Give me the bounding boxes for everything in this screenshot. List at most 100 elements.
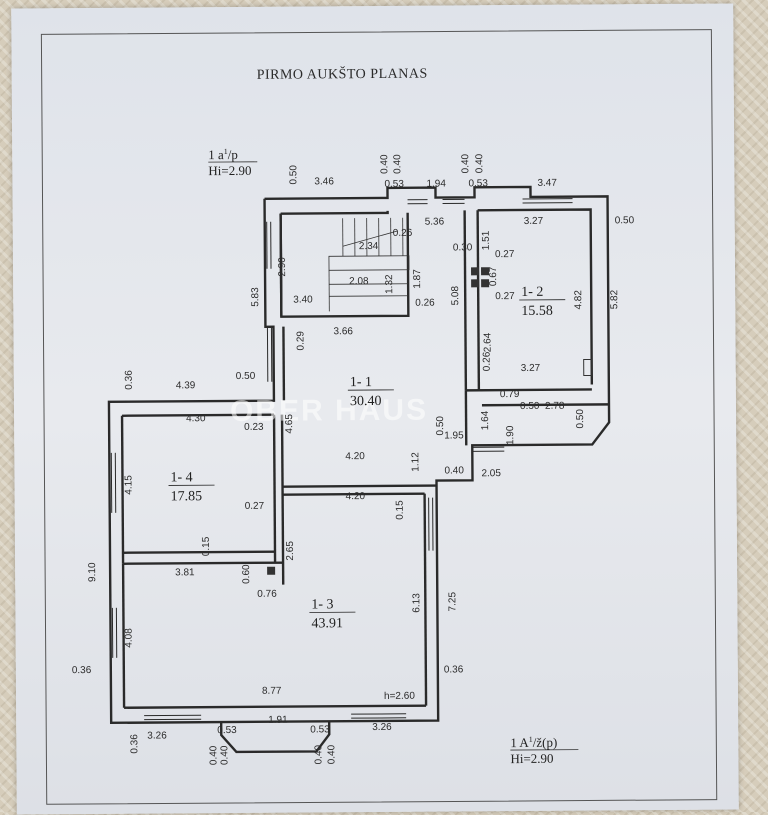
svg-text:1 a1/p: 1 a1/p: [208, 147, 238, 162]
room-area: 43.91: [311, 616, 343, 631]
dimension-label: 2.78: [545, 401, 565, 412]
dimension-label: 0.26: [415, 298, 435, 309]
room-labels: 1- 1 30.40 1- 2 15.58 1- 3 43.91 1- 4 17…: [167, 285, 567, 633]
dimension-label: 0.40: [313, 744, 324, 764]
dimension-label: 7.25: [447, 592, 458, 612]
dimension-label: 1.91: [268, 715, 288, 726]
dimension-label: 6.13: [411, 593, 422, 613]
dimension-label: 3.26: [372, 722, 392, 733]
dimension-label: 0.40: [219, 745, 230, 765]
dimension-label: 0.40: [326, 744, 337, 764]
dimension-label: 4.15: [123, 475, 134, 495]
dimension-label: 1.90: [505, 425, 516, 445]
dimension-label: 0.27: [245, 501, 265, 512]
dimension-label: 3.27: [524, 216, 544, 227]
dimension-label: 0.40: [379, 154, 390, 174]
room-area: 17.85: [171, 489, 203, 504]
dimension-label: 1.95: [444, 430, 464, 441]
dimension-label: 0.76: [257, 589, 277, 600]
dimension-label: 0.30: [453, 242, 473, 253]
footer-note: 1 A1/ž(p) Hi=2.90: [510, 735, 578, 766]
dimension-label: 5.36: [425, 217, 445, 228]
dimension-label: 0.15: [201, 536, 212, 556]
header-note-1: 1 a: [208, 147, 224, 162]
footer-note-1-end: /ž(p): [533, 735, 558, 750]
dimension-label: 0.36: [129, 734, 140, 754]
dimension-label: 0.60: [241, 564, 252, 584]
dimension-label: 0.79: [500, 389, 520, 400]
dimension-label: 3.26: [147, 730, 167, 741]
dimension-label: 0.50: [615, 215, 635, 226]
dimension-label: 3.81: [175, 567, 195, 578]
dimension-label: 0.67: [488, 266, 499, 286]
dimension-label: 0.29: [295, 331, 306, 351]
dimension-label: 5.08: [450, 285, 461, 305]
dimension-label: 4.39: [176, 380, 196, 391]
dimension-label: 0.23: [244, 422, 264, 433]
dimension-label: 5.83: [250, 287, 261, 307]
dimension-label: 0.40: [392, 154, 403, 174]
dimension-label: 1.94: [426, 178, 446, 189]
room-area: 15.58: [521, 304, 553, 319]
room-id: 1- 2: [521, 285, 543, 300]
dimension-label: 0.36: [444, 664, 464, 675]
dimension-label: 1.87: [412, 269, 423, 289]
dimension-label: 0.53: [468, 178, 488, 189]
dimension-label: 4.08: [124, 628, 135, 648]
dimension-label: 0.50: [575, 409, 586, 429]
dimension-label: 5.82: [609, 289, 620, 309]
room-area: 30.40: [350, 394, 382, 409]
dimension-label: 0.50: [288, 165, 299, 185]
dimension-label: 3.27: [521, 363, 541, 374]
dimension-label: 0.36: [72, 665, 92, 676]
dimension-label: 3.46: [314, 176, 334, 187]
dimension-label: 0.26: [393, 228, 413, 239]
dimension-label: 0.40: [208, 745, 219, 765]
dimension-label: 0.53: [310, 724, 330, 735]
dimension-label: 1.12: [410, 452, 421, 472]
dimension-label: 1.32: [384, 274, 395, 294]
dimension-label: 0.27: [495, 291, 515, 302]
dimension-label: 0.27: [495, 249, 515, 260]
plan-title: PIRMO AUKŠTO PLANAS: [257, 65, 428, 83]
dimension-label: 4.82: [573, 290, 584, 310]
dimension-label: 9.10: [87, 562, 98, 582]
dimension-label: 0.53: [217, 725, 237, 736]
windows: [110, 199, 577, 720]
dimension-label: 4.20: [345, 451, 365, 462]
dimension-label: 8.77: [262, 686, 282, 697]
dimension-label: 2.08: [349, 276, 369, 287]
dimension-label: 3.66: [333, 326, 353, 337]
dimension-label: 4.65: [284, 414, 295, 434]
plan-sheet: PIRMO AUKŠTO PLANAS 1 a1/p Hi=2.90: [11, 3, 739, 814]
dimension-label: 0.50: [236, 371, 256, 382]
room-id: 1- 3: [311, 597, 333, 612]
dimension-label: 2.65: [285, 541, 296, 561]
room-id: 1- 1: [350, 375, 372, 390]
footer-note-2: Hi=2.90: [510, 751, 553, 766]
floor-plan-drawing: PIRMO AUKŠTO PLANAS 1 a1/p Hi=2.90: [11, 3, 739, 814]
header-note: 1 a1/p Hi=2.90: [208, 147, 257, 178]
dimension-label: 2.34: [359, 241, 379, 252]
dimension-label: 1.64: [480, 410, 491, 430]
dimension-label: 3.40: [293, 294, 313, 305]
dimension-label: 0.40: [460, 153, 471, 173]
dimension-label: 1.51: [481, 230, 492, 250]
svg-text:1 A1/ž(p): 1 A1/ž(p): [510, 735, 557, 750]
dimension-label: 0.40: [474, 153, 485, 173]
dimension-label: 4.30: [186, 413, 206, 424]
dimension-label: 4.20: [346, 491, 366, 502]
dimension-label: 0.15: [395, 500, 406, 520]
footer-note-1: 1 A: [510, 735, 529, 750]
header-note-2: Hi=2.90: [208, 163, 251, 178]
dimension-label: 0.26: [482, 351, 493, 371]
dimension-label: 2.05: [481, 468, 501, 479]
dimension-label: 0.36: [124, 370, 135, 390]
height-note: h=2.60: [384, 691, 415, 702]
dimension-label: 2.64: [482, 332, 493, 352]
dimension-label: 0.50: [520, 401, 540, 412]
room-id: 1- 4: [170, 470, 192, 485]
dimension-label: 0.40: [444, 465, 464, 476]
dimension-label: 0.53: [384, 179, 404, 190]
